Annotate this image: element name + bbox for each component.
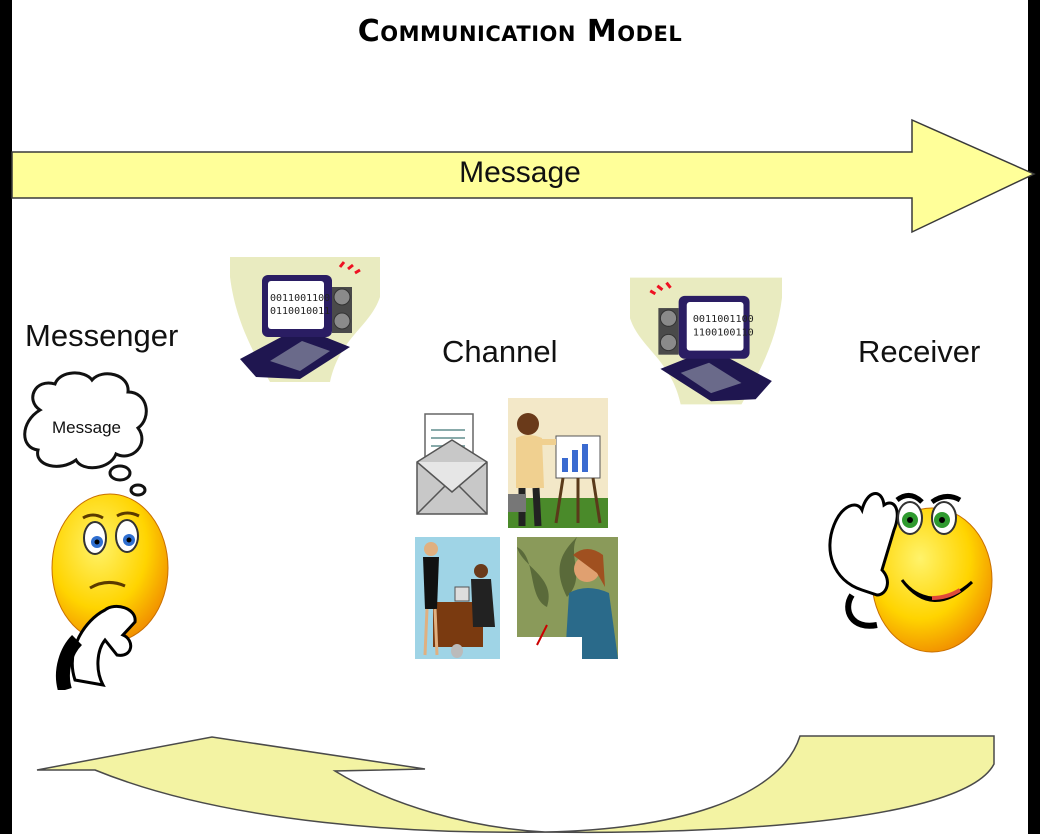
svg-text:0110010011: 0110010011 [270, 306, 330, 317]
feedback-arrow [36, 735, 995, 834]
messenger-label: Messenger [25, 318, 179, 353]
thought-bubble-text: Message [52, 418, 121, 437]
encoder-computer-icon: 0011001100 0110010011 [230, 257, 380, 382]
message-arrow [11, 118, 1036, 234]
svg-text:0011001100: 0011001100 [270, 293, 330, 304]
listening-smiley-icon [828, 492, 993, 653]
svg-text:1100100110: 1100100110 [693, 327, 754, 338]
message-arrow-label: Message [459, 156, 581, 189]
svg-text:0011001100: 0011001100 [693, 314, 754, 325]
presenter-icon [508, 398, 608, 528]
thinking-smiley-icon [51, 493, 169, 690]
page-title: Communication Model [357, 14, 683, 49]
thought-bubble-icon [23, 371, 148, 497]
envelope-icon [416, 413, 488, 515]
phone-call-icon [517, 537, 618, 659]
office-meeting-icon [415, 537, 500, 659]
channel-label: Channel [442, 334, 558, 369]
decoder-computer-icon: 0011001100 1100100110 [630, 277, 782, 405]
receiver-label: Receiver [858, 334, 981, 369]
